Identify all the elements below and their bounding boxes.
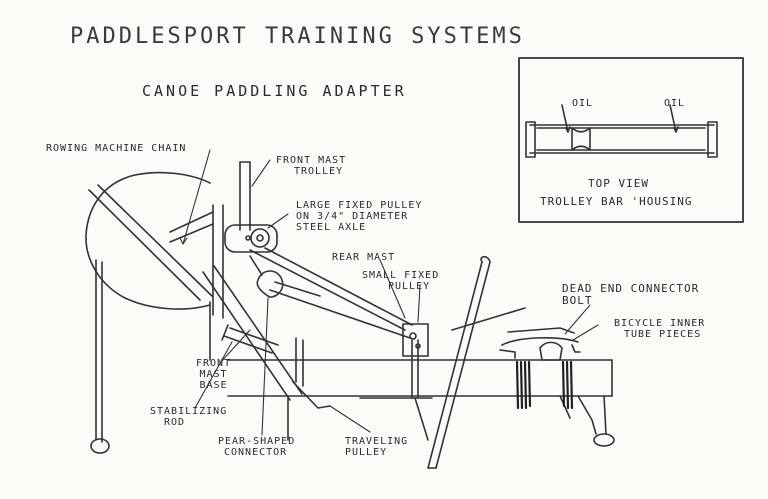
label-line: Traveling xyxy=(345,436,409,447)
seat-assembly xyxy=(499,327,581,361)
paddle-shaft xyxy=(427,255,526,469)
page-title: PaddleSport Training Systems xyxy=(70,24,525,49)
bicycle-inner-tube xyxy=(515,360,574,410)
label-line: Pulley xyxy=(345,447,388,458)
label-line: Base xyxy=(199,380,228,391)
pear-shaped-connector xyxy=(221,270,331,409)
label-rear-mast: Rear Mast xyxy=(332,252,396,263)
label-line: Dead End Connector xyxy=(562,282,700,295)
label-stabilizing-rod: Stabilizing Rod xyxy=(150,406,227,428)
cables xyxy=(249,247,413,339)
label-line: Mast xyxy=(199,369,228,380)
label-line: Large Fixed Pulley xyxy=(296,200,423,211)
label-front-mast-trolley: Front Mast Trolley xyxy=(276,155,346,177)
label-line: Bolt xyxy=(562,294,593,307)
flywheel xyxy=(85,171,213,310)
inset-title: Top View xyxy=(588,177,649,190)
label-line: Tube Pieces xyxy=(624,329,702,340)
label-bicycle-inner-tube: Bicycle Inner Tube Pieces xyxy=(614,318,705,340)
label-line: Rod xyxy=(164,417,186,428)
inset-subtitle: Trolley Bar 'Housing xyxy=(540,195,693,208)
label-line: Trolley xyxy=(294,166,344,177)
label-traveling-pulley: Traveling Pulley xyxy=(345,436,408,458)
label-line: Pulley xyxy=(388,281,431,292)
rear-mast xyxy=(359,323,433,441)
inset-oil-right-label: Oil xyxy=(664,98,686,109)
label-line: Stabilizing xyxy=(150,406,228,417)
label-line: Front Mast xyxy=(276,155,347,166)
label-line: Pear-Shaped xyxy=(218,436,296,447)
label-line: Small Fixed xyxy=(362,270,440,281)
label-rowing-machine-chain: Rowing Machine Chain xyxy=(46,143,187,154)
page-subtitle: Canoe Paddling Adapter xyxy=(142,82,407,100)
label-line: Steel Axle xyxy=(296,222,367,233)
label-small-fixed-pulley: Small Fixed Pulley xyxy=(362,270,439,292)
label-line: Front xyxy=(196,358,232,369)
label-dead-end-connector: Dead End Connector Bolt xyxy=(562,283,699,307)
inset-oil-left-label: Oil xyxy=(572,98,594,109)
label-line: Bicycle Inner xyxy=(614,318,706,329)
label-line: on 3/4" Diameter xyxy=(296,211,409,222)
front-mast xyxy=(169,161,303,401)
large-fixed-pulley xyxy=(224,224,278,253)
label-front-mast-base: Front Mast Base xyxy=(196,358,231,391)
leader-lines xyxy=(179,149,599,436)
label-large-fixed-pulley: Large Fixed Pulley on 3/4" Diameter Stee… xyxy=(296,200,422,233)
inset-top-view xyxy=(518,57,744,223)
label-line: Connector xyxy=(224,447,288,458)
label-pear-shaped-connector: Pear-Shaped Connector xyxy=(218,436,295,458)
